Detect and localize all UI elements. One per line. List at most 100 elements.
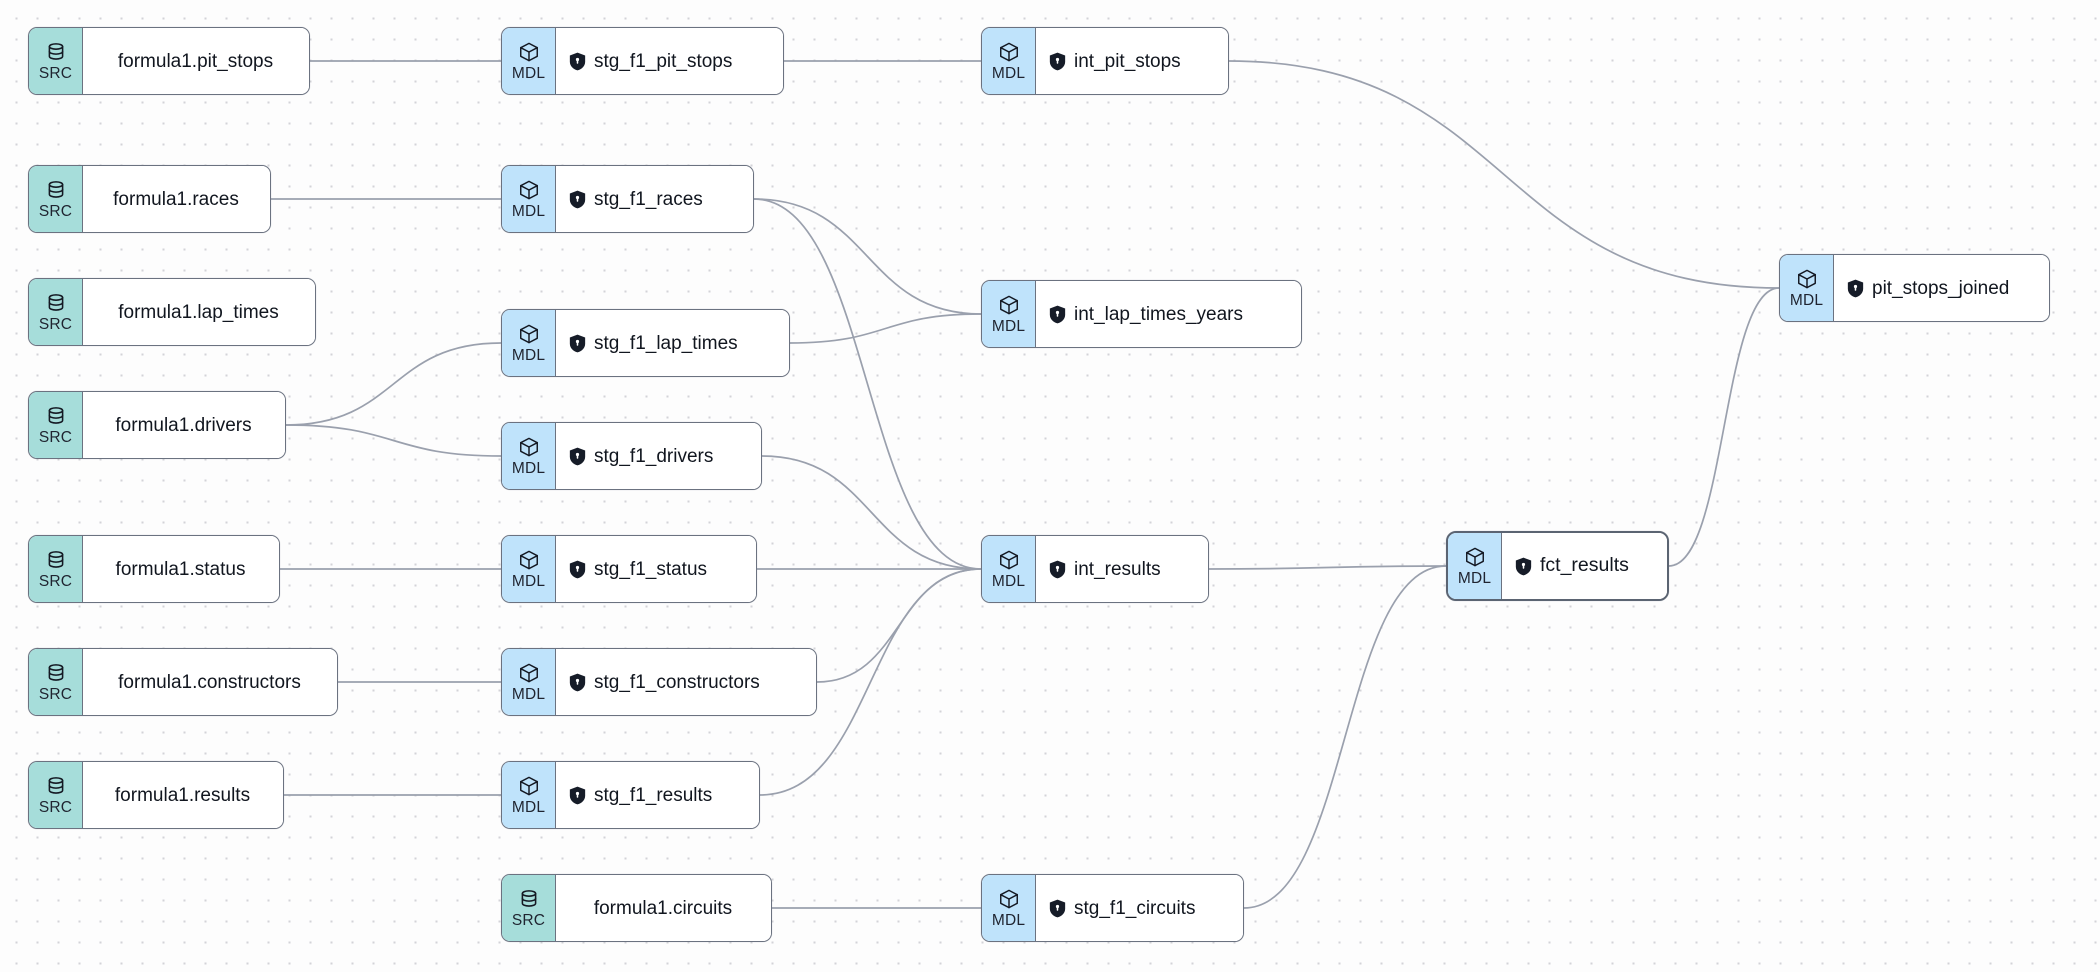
node-body: stg_f1_drivers bbox=[556, 423, 761, 489]
graph-edge-stg_races-to-int_lap_times_years bbox=[753, 198, 982, 315]
graph-node-stg_drivers[interactable]: MDL stg_f1_drivers bbox=[501, 422, 762, 490]
node-label: fct_results bbox=[1540, 554, 1629, 577]
node-badge-label: SRC bbox=[38, 64, 73, 82]
node-body: formula1.status bbox=[83, 536, 279, 602]
cube-icon bbox=[518, 179, 540, 201]
node-badge-source: SRC bbox=[29, 649, 83, 715]
node-badge-label: MDL bbox=[991, 911, 1026, 929]
cube-icon bbox=[1464, 546, 1486, 568]
node-label: formula1.lap_times bbox=[118, 301, 279, 323]
database-icon bbox=[45, 179, 67, 201]
graph-edge-int_pit_stops-to-pit_stops_joined bbox=[1228, 60, 1780, 289]
shield-lock-icon bbox=[569, 447, 586, 466]
node-badge-label: SRC bbox=[38, 315, 73, 333]
shield-lock-icon bbox=[569, 560, 586, 579]
graph-node-stg_pit_stops[interactable]: MDL stg_f1_pit_stops bbox=[501, 27, 784, 95]
node-body: formula1.lap_times bbox=[83, 279, 315, 345]
graph-edge-stg_races-to-int_results bbox=[753, 198, 982, 570]
graph-node-stg_circuits[interactable]: MDL stg_f1_circuits bbox=[981, 874, 1244, 942]
node-badge-model: MDL bbox=[502, 762, 556, 828]
graph-edge-stg_circuits-to-fct_results bbox=[1243, 565, 1447, 909]
node-body: formula1.drivers bbox=[83, 392, 285, 458]
node-badge-model: MDL bbox=[502, 166, 556, 232]
node-badge-source: SRC bbox=[29, 762, 83, 828]
cube-icon bbox=[998, 41, 1020, 63]
database-icon bbox=[45, 549, 67, 571]
graph-node-src_lap_times[interactable]: SRC formula1.lap_times bbox=[28, 278, 316, 346]
graph-node-stg_results[interactable]: MDL stg_f1_results bbox=[501, 761, 760, 829]
shield-lock-icon bbox=[1049, 52, 1066, 71]
graph-node-stg_lap_times[interactable]: MDL stg_f1_lap_times bbox=[501, 309, 790, 377]
node-label: formula1.status bbox=[115, 558, 246, 580]
node-badge-source: SRC bbox=[29, 536, 83, 602]
node-badge-label: MDL bbox=[511, 685, 546, 703]
node-label: stg_f1_results bbox=[594, 784, 713, 806]
node-body: int_pit_stops bbox=[1036, 28, 1228, 94]
node-body: pit_stops_joined bbox=[1834, 255, 2049, 321]
node-badge-source: SRC bbox=[29, 279, 83, 345]
node-label: formula1.results bbox=[114, 784, 251, 806]
node-badge-model: MDL bbox=[982, 281, 1036, 347]
node-badge-label: SRC bbox=[38, 572, 73, 590]
shield-lock-icon bbox=[1049, 899, 1066, 918]
graph-edge-int_results-to-fct_results bbox=[1208, 565, 1447, 570]
node-badge-label: MDL bbox=[511, 64, 546, 82]
node-badge-label: MDL bbox=[511, 572, 546, 590]
node-label: stg_f1_drivers bbox=[594, 445, 714, 467]
graph-node-stg_constructors[interactable]: MDL stg_f1_constructors bbox=[501, 648, 817, 716]
node-label: stg_f1_lap_times bbox=[594, 332, 738, 354]
graph-node-src_status[interactable]: SRC formula1.status bbox=[28, 535, 280, 603]
node-badge-label: MDL bbox=[511, 459, 546, 477]
node-body: stg_f1_circuits bbox=[1036, 875, 1243, 941]
cube-icon bbox=[1796, 268, 1818, 290]
graph-node-src_results[interactable]: SRC formula1.results bbox=[28, 761, 284, 829]
cube-icon bbox=[998, 888, 1020, 910]
node-label: int_results bbox=[1074, 558, 1161, 580]
shield-lock-icon bbox=[1049, 305, 1066, 324]
graph-node-fct_results[interactable]: MDL fct_results bbox=[1446, 531, 1669, 601]
graph-node-int_pit_stops[interactable]: MDL int_pit_stops bbox=[981, 27, 1229, 95]
graph-node-pit_stops_joined[interactable]: MDL pit_stops_joined bbox=[1779, 254, 2050, 322]
cube-icon bbox=[518, 41, 540, 63]
node-badge-source: SRC bbox=[29, 166, 83, 232]
node-body: stg_f1_pit_stops bbox=[556, 28, 783, 94]
graph-node-src_races[interactable]: SRC formula1.races bbox=[28, 165, 271, 233]
node-body: stg_f1_results bbox=[556, 762, 759, 828]
shield-lock-icon bbox=[1847, 279, 1864, 298]
node-label: int_lap_times_years bbox=[1074, 303, 1243, 325]
node-badge-label: MDL bbox=[511, 346, 546, 364]
node-badge-label: MDL bbox=[1789, 291, 1824, 309]
node-label: formula1.races bbox=[113, 188, 239, 210]
database-icon bbox=[45, 662, 67, 684]
node-badge-model: MDL bbox=[982, 875, 1036, 941]
cube-icon bbox=[518, 775, 540, 797]
cube-icon bbox=[518, 436, 540, 458]
graph-node-int_lap_times_years[interactable]: MDL int_lap_times_years bbox=[981, 280, 1302, 348]
node-badge-label: MDL bbox=[1457, 569, 1492, 587]
node-badge-label: MDL bbox=[991, 64, 1026, 82]
node-badge-model: MDL bbox=[982, 536, 1036, 602]
node-body: fct_results bbox=[1502, 533, 1667, 599]
graph-node-int_results[interactable]: MDL int_results bbox=[981, 535, 1209, 603]
node-badge-label: SRC bbox=[38, 685, 73, 703]
database-icon bbox=[45, 405, 67, 427]
node-label: stg_f1_pit_stops bbox=[594, 50, 733, 72]
cube-icon bbox=[998, 549, 1020, 571]
graph-edge-src_drivers-to-stg_lap_times bbox=[285, 342, 502, 426]
cube-icon bbox=[518, 662, 540, 684]
graph-node-src_constructors[interactable]: SRC formula1.constructors bbox=[28, 648, 338, 716]
node-body: formula1.constructors bbox=[83, 649, 337, 715]
node-badge-source: SRC bbox=[29, 392, 83, 458]
node-badge-label: SRC bbox=[38, 428, 73, 446]
node-body: stg_f1_races bbox=[556, 166, 753, 232]
node-label: stg_f1_constructors bbox=[594, 671, 760, 693]
shield-lock-icon bbox=[569, 334, 586, 353]
database-icon bbox=[45, 775, 67, 797]
graph-node-src_drivers[interactable]: SRC formula1.drivers bbox=[28, 391, 286, 459]
node-badge-label: SRC bbox=[38, 798, 73, 816]
